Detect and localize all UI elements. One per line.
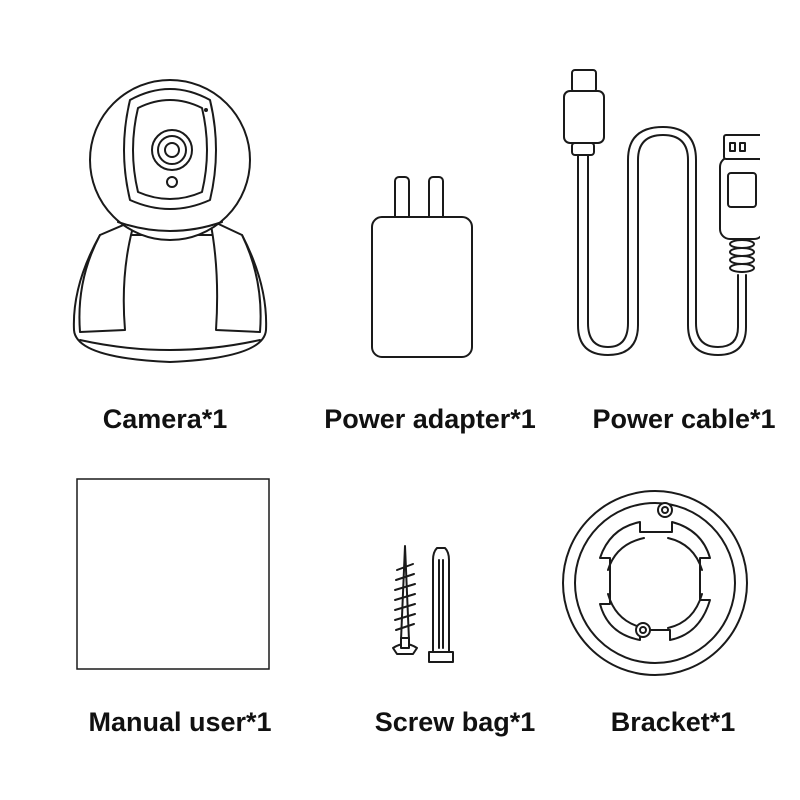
screw-bag-icon xyxy=(385,540,465,670)
item-label: Bracket*1 xyxy=(610,707,736,737)
power-adapter-icon xyxy=(360,165,490,365)
item-label: Power adapter*1 xyxy=(324,404,536,434)
manual-icon xyxy=(76,478,270,670)
bracket-icon xyxy=(560,488,750,678)
camera-icon xyxy=(60,70,290,370)
usb-cable-icon xyxy=(550,65,760,370)
item-label: Manual user*1 xyxy=(88,707,272,737)
item-label: Camera*1 xyxy=(102,404,228,434)
item-label: Screw bag*1 xyxy=(374,707,536,737)
item-label: Power cable*1 xyxy=(592,404,776,434)
